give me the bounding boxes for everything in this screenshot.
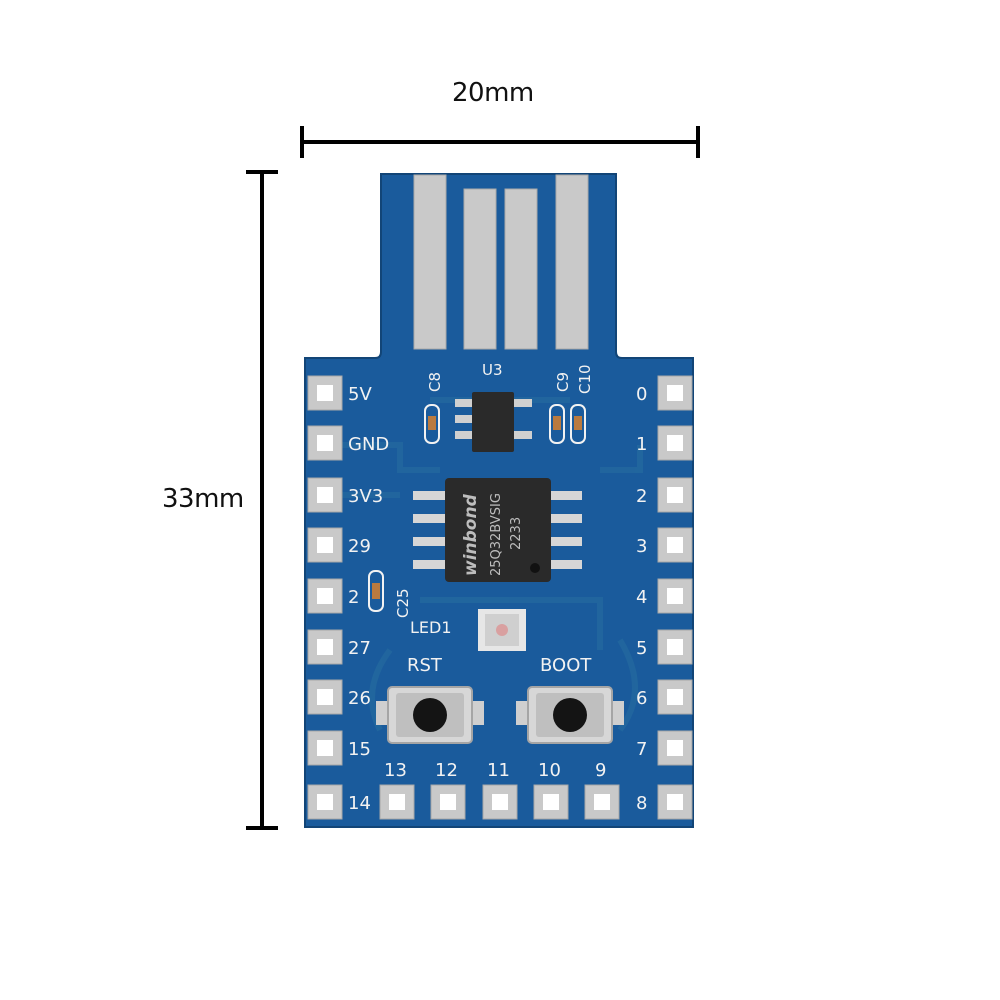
boot-button-label: BOOT — [540, 655, 592, 676]
pin-pad-right — [657, 784, 693, 820]
pin-pad-right — [657, 578, 693, 614]
pin-pad-bottom — [379, 784, 415, 820]
capacitors — [368, 404, 586, 612]
chip-brand: winbond — [461, 493, 481, 576]
reset-button[interactable] — [376, 686, 484, 744]
pin-label-bottom: 11 — [487, 760, 510, 781]
usb-contacts — [413, 174, 589, 350]
pin-label-left: 29 — [348, 536, 371, 557]
pin-label-bottom: 12 — [435, 760, 458, 781]
height-dimension-line — [246, 170, 278, 830]
c9-label: C9 — [554, 372, 572, 392]
pin-pad-right — [657, 730, 693, 766]
pin-label-left: GND — [348, 434, 389, 455]
pin-pad-bottom — [482, 784, 518, 820]
pin-label-left: 2 — [348, 587, 359, 608]
pin-label-left: 14 — [348, 793, 371, 814]
pin-pad-bottom — [533, 784, 569, 820]
pin-label-right: 5 — [636, 638, 647, 659]
pin-pad-right — [657, 679, 693, 715]
pin-pad-left — [307, 477, 343, 513]
pin-pad-left — [307, 527, 343, 563]
pin-label-left: 3V3 — [348, 486, 383, 507]
pin-pad-right — [657, 425, 693, 461]
pin-pad-left — [307, 425, 343, 461]
c8-label: C8 — [426, 372, 444, 392]
pin-pad-left — [307, 730, 343, 766]
pin-label-left: 27 — [348, 638, 371, 659]
pin-label-right: 1 — [636, 434, 647, 455]
pin-label-bottom: 13 — [384, 760, 407, 781]
reset-button-label: RST — [407, 655, 443, 676]
pin-label-right: 4 — [636, 587, 647, 608]
chip-part-number: 25Q32BVSIG — [489, 493, 504, 576]
pin-label-right: 6 — [636, 688, 647, 709]
u3-label: U3 — [482, 361, 503, 379]
c25-label: C25 — [394, 588, 412, 618]
pin-pad-right — [657, 527, 693, 563]
pin-pad-left — [307, 629, 343, 665]
pin-label-right: 8 — [636, 793, 647, 814]
chip-date-code: 2233 — [509, 517, 524, 550]
flash-chip: winbond 25Q32BVSIG 2233 — [413, 478, 582, 582]
pin-label-bottom: 9 — [595, 760, 606, 781]
pin-pad-left — [307, 578, 343, 614]
led-label: LED1 — [410, 618, 452, 637]
pin-pad-bottom — [430, 784, 466, 820]
width-dimension-line — [300, 126, 700, 158]
rgb-led — [478, 609, 526, 651]
pin-pad-right — [657, 629, 693, 665]
pin-pad-right — [657, 477, 693, 513]
pin-label-left: 26 — [348, 688, 371, 709]
boot-button[interactable] — [516, 686, 624, 744]
pin-label-right: 2 — [636, 486, 647, 507]
pin-label-left: 15 — [348, 739, 371, 760]
pin-pad-bottom — [584, 784, 620, 820]
pin-pad-left — [307, 375, 343, 411]
c10-label: C10 — [576, 364, 594, 394]
pin-label-left: 5V — [348, 384, 372, 405]
height-dimension-label: 33mm — [162, 484, 244, 514]
pin-pad-right — [657, 375, 693, 411]
pin-label-right: 7 — [636, 739, 647, 760]
u3-regulator — [455, 392, 532, 452]
width-dimension-label: 20mm — [452, 78, 534, 108]
pin-pad-left — [307, 784, 343, 820]
pin-label-right: 3 — [636, 536, 647, 557]
pin-pad-left — [307, 679, 343, 715]
pin-label-right: 0 — [636, 384, 647, 405]
pin-label-bottom: 10 — [538, 760, 561, 781]
